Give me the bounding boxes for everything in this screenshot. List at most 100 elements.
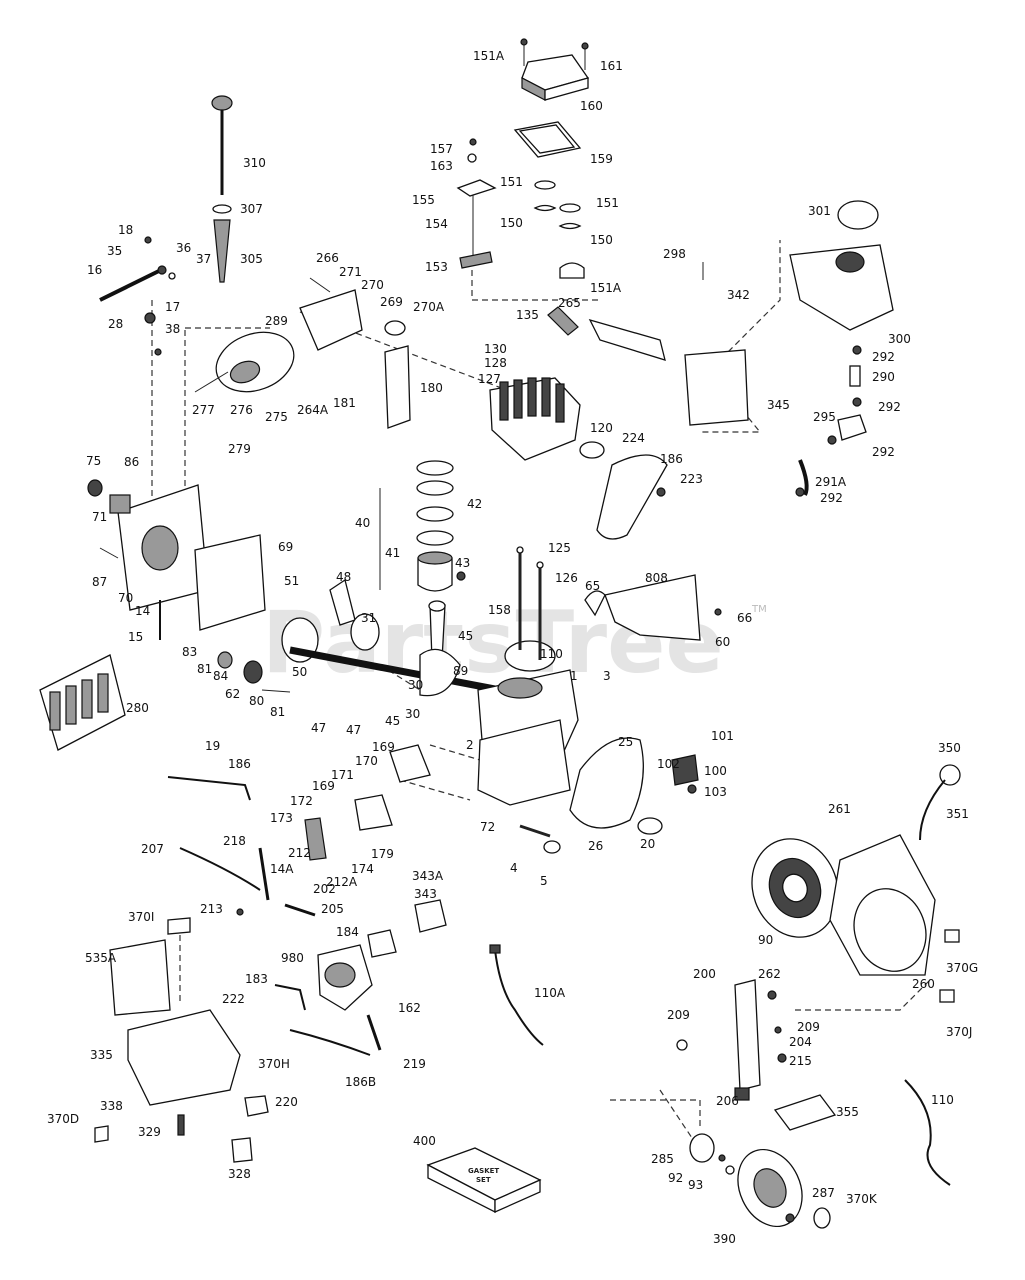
label-262: 262 <box>758 967 781 981</box>
label-180: 180 <box>420 381 443 395</box>
label-276: 276 <box>230 403 253 417</box>
label-213: 213 <box>200 902 223 916</box>
gasket-box-line1: GASKET <box>468 1167 499 1175</box>
label-38: 38 <box>165 322 180 336</box>
label-157: 157 <box>430 142 453 156</box>
label-150-right: 150 <box>590 233 613 247</box>
label-15: 15 <box>128 630 143 644</box>
label-183: 183 <box>245 972 268 986</box>
label-80: 80 <box>249 694 264 708</box>
label-169-bottom: 169 <box>312 779 335 793</box>
label-370K: 370K <box>846 1192 878 1206</box>
label-172: 172 <box>290 794 313 808</box>
label-69: 69 <box>278 540 293 554</box>
label-292-c: 292 <box>872 445 895 459</box>
label-342: 342 <box>727 288 750 302</box>
label-128: 128 <box>484 356 507 370</box>
label-151-left: 151 <box>500 175 523 189</box>
label-169-top: 169 <box>372 740 395 754</box>
label-42: 42 <box>467 497 482 511</box>
label-370H: 370H <box>258 1057 290 1071</box>
label-120: 120 <box>590 421 613 435</box>
governor-lever <box>99 236 176 356</box>
label-50: 50 <box>292 665 307 679</box>
carburetor-shroud <box>94 917 269 1163</box>
label-370G: 370G <box>946 961 978 975</box>
label-305: 305 <box>240 252 263 266</box>
label-277: 277 <box>192 403 215 417</box>
label-280: 280 <box>126 701 149 715</box>
label-43: 43 <box>455 556 470 570</box>
label-20: 20 <box>640 837 655 851</box>
label-264A: 264A <box>297 403 329 417</box>
label-84: 84 <box>213 669 228 683</box>
recoil-starter <box>689 1079 951 1229</box>
label-181: 181 <box>333 396 356 410</box>
label-71: 71 <box>92 510 107 524</box>
crankcase-cover <box>87 479 266 640</box>
label-186B: 186B <box>345 1075 376 1089</box>
label-224: 224 <box>622 431 645 445</box>
label-110A: 110A <box>534 986 566 1000</box>
label-209-left: 209 <box>667 1008 690 1022</box>
label-292-b: 292 <box>878 400 901 414</box>
label-151A-top: 151A <box>473 49 505 63</box>
coil-bracket <box>676 979 787 1101</box>
label-17: 17 <box>165 300 180 314</box>
label-289: 289 <box>265 314 288 328</box>
label-184: 184 <box>336 925 359 939</box>
assembly-guide-lines <box>151 240 931 1151</box>
label-19: 19 <box>205 739 220 753</box>
label-40: 40 <box>355 516 370 530</box>
label-45-bottom: 45 <box>385 714 400 728</box>
part-number-labels: 151A 161 160 159 157 163 151 151 155 154… <box>47 49 978 1246</box>
label-370J: 370J <box>946 1025 972 1039</box>
label-31: 31 <box>361 611 376 625</box>
piston-assembly <box>379 460 466 661</box>
label-285: 285 <box>651 1152 674 1166</box>
label-338: 338 <box>100 1099 123 1113</box>
label-202: 202 <box>313 882 336 896</box>
label-127: 127 <box>478 372 501 386</box>
label-25: 25 <box>618 735 633 749</box>
label-41: 41 <box>385 546 400 560</box>
gasket-set-box: GASKET SET <box>426 1147 542 1214</box>
label-30-top: 30 <box>408 678 423 692</box>
label-301: 301 <box>808 204 831 218</box>
air-cleaner-assembly <box>194 277 411 429</box>
label-295: 295 <box>813 410 836 424</box>
cylinder-block <box>477 546 579 806</box>
label-155: 155 <box>412 193 435 207</box>
label-151-right: 151 <box>596 196 619 210</box>
blower-housing <box>584 574 722 641</box>
label-48: 48 <box>336 570 351 584</box>
label-266: 266 <box>316 251 339 265</box>
label-37: 37 <box>196 252 211 266</box>
label-200: 200 <box>693 967 716 981</box>
dipstick-assembly <box>211 95 233 283</box>
label-30-bottom: 30 <box>405 707 420 721</box>
label-270A: 270A <box>413 300 445 314</box>
label-329: 329 <box>138 1125 161 1139</box>
watermark-trademark: TM <box>751 604 767 615</box>
label-212A: 212A <box>326 875 358 889</box>
label-47-right: 47 <box>346 723 361 737</box>
label-26: 26 <box>588 839 603 853</box>
label-35: 35 <box>107 244 122 258</box>
label-850: 350 <box>938 741 961 755</box>
label-2: 2 <box>466 738 474 752</box>
ignition-assembly <box>519 737 699 854</box>
label-209-right: 209 <box>797 1020 820 1034</box>
label-269: 269 <box>380 295 403 309</box>
label-355: 355 <box>836 1105 859 1119</box>
label-161: 161 <box>600 59 623 73</box>
label-186-rod: 186 <box>228 757 251 771</box>
label-103: 103 <box>704 785 727 799</box>
label-28: 28 <box>108 317 123 331</box>
label-18: 18 <box>118 223 133 237</box>
label-292-d: 292 <box>820 491 843 505</box>
label-535A: 535A <box>85 951 117 965</box>
label-351: 351 <box>946 807 969 821</box>
label-65: 65 <box>585 579 600 593</box>
